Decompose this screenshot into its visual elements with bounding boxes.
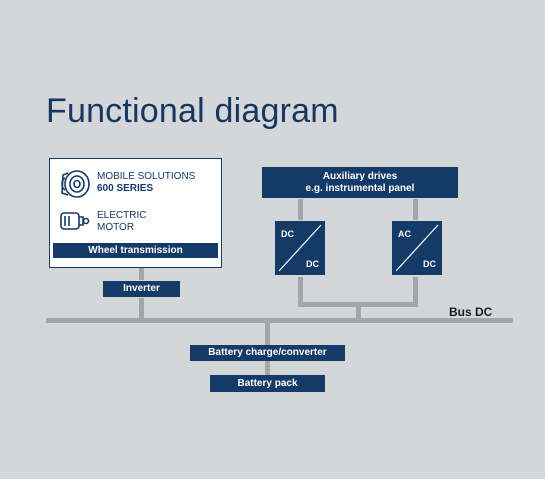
connector-conv1-down (298, 277, 303, 307)
page-title: Functional diagram (46, 92, 339, 130)
ac-dc-converter: AC DC (392, 221, 442, 275)
converter-divider-icon (395, 224, 439, 272)
bus-dc-label: Bus DC (449, 305, 493, 319)
battery-charge-converter-box: Battery charge/converter (190, 345, 345, 361)
motor-series-line1: MOBILE SOLUTIONS (97, 171, 196, 182)
connector-converters-bus (356, 302, 361, 318)
connector-aux-conv2 (413, 199, 418, 220)
motor-series-line2: 600 SERIES (97, 183, 154, 194)
auxiliary-line1: Auxiliary drives (322, 170, 398, 182)
connector-inverter-bus (139, 298, 144, 318)
connector-motor-inverter (139, 268, 144, 280)
connector-bus-battery-charge (265, 323, 270, 345)
converter-divider-icon (278, 224, 322, 272)
dc-bus-line (46, 318, 513, 323)
auxiliary-drives-box: Auxiliary drives e.g. instrumental panel (262, 167, 458, 198)
connector-conv2-down (413, 277, 418, 307)
battery-pack-box: Battery pack (210, 375, 325, 392)
converter-bottom-label: DC (306, 259, 319, 269)
motor-block: MOBILE SOLUTIONS 600 SERIES ELECTRIC MOT… (49, 158, 222, 268)
gear-motor-icon (61, 170, 90, 198)
converter-top-label: DC (281, 229, 294, 239)
motor-electric-line1: ELECTRIC (97, 210, 147, 221)
wheel-transmission-label: Wheel transmission (53, 243, 218, 258)
motor-electric-line2: MOTOR (97, 222, 135, 233)
connector-aux-conv1 (298, 199, 303, 220)
inverter-box: Inverter (103, 281, 180, 297)
connector-charge-pack (265, 361, 270, 375)
auxiliary-line2: e.g. instrumental panel (305, 182, 415, 194)
electric-motor-icon (60, 212, 90, 230)
dc-dc-converter: DC DC (275, 221, 325, 275)
converter-bottom-label: DC (423, 259, 436, 269)
converter-top-label: AC (398, 229, 411, 239)
